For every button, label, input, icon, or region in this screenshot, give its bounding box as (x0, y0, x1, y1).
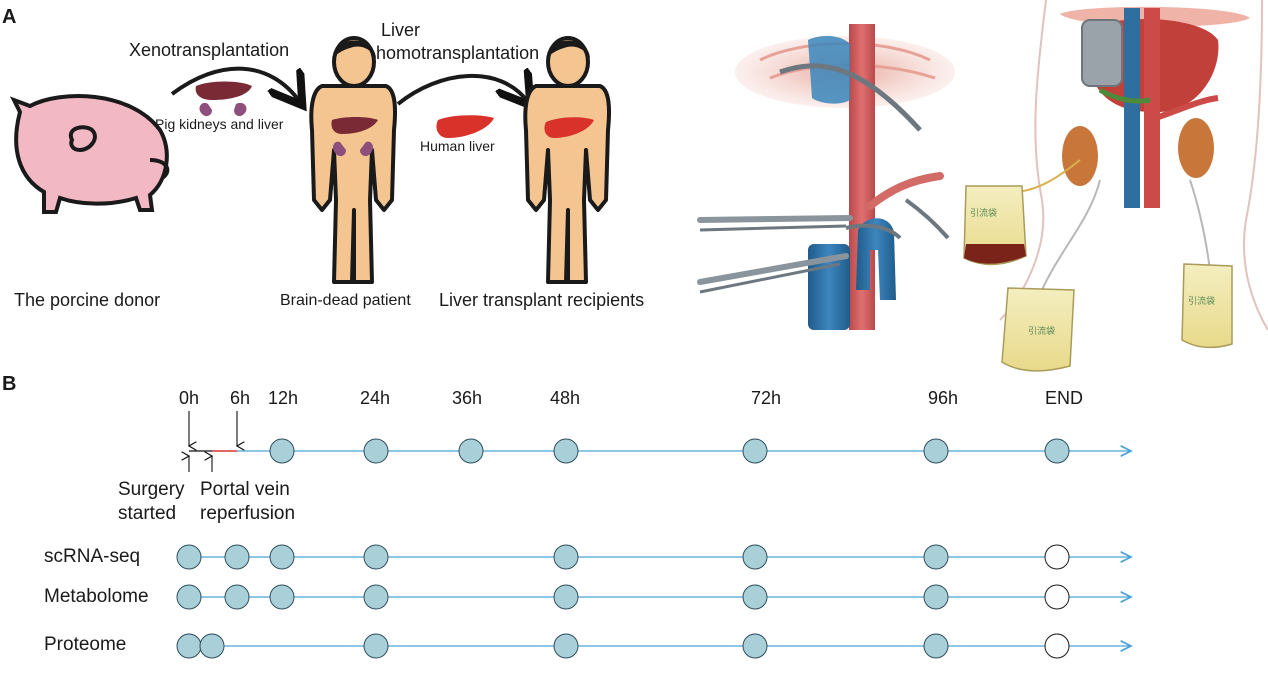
timeline-node-48h (553, 438, 579, 464)
brain-dead-patient-figure (309, 36, 397, 284)
timeline-node-end (1044, 438, 1070, 464)
sample-node-72h (742, 633, 768, 659)
sample-node-24h (363, 544, 389, 570)
pig-organs-icon (195, 81, 252, 117)
row-label-metabolome: Metabolome (44, 586, 149, 607)
open-node-end (1044, 584, 1070, 610)
sample-node-48h (553, 633, 579, 659)
panel-b-label: B (2, 373, 17, 395)
bag-label-3: 引流袋 (1188, 296, 1216, 306)
timepoint-label: 72h (750, 388, 782, 408)
timepoint-label: 96h (927, 388, 959, 408)
homotransplantation-label-line1: Liver (381, 20, 421, 40)
liver-recipients-label: Liver transplant recipients (439, 290, 645, 310)
surgery-started-line1: Surgery (118, 479, 185, 500)
timepoint-label: 36h (451, 388, 483, 408)
timepoint-label: 48h (549, 388, 581, 408)
surgery-started-line2: started (118, 503, 177, 524)
sample-node-96h (923, 544, 949, 570)
surgical-vessel-illustration (697, 24, 955, 330)
portal-vein-reperfusion-annotation: Portal vein reperfusion (200, 478, 295, 526)
portal-vein-line1: Portal vein (200, 479, 290, 500)
sample-node-48h (553, 544, 579, 570)
liver-recipient-figure (523, 36, 611, 284)
sample-node-72h (742, 544, 768, 570)
timepoint-label: 0h (178, 388, 200, 408)
sample-node-72h (742, 584, 768, 610)
surgery-started-annotation: Surgery started (118, 478, 185, 526)
pig-illustration (9, 94, 170, 214)
sample-node-24h (363, 584, 389, 610)
xeno-arrow (170, 66, 300, 102)
sample-node-12h (269, 544, 295, 570)
sample-node-0h (176, 633, 202, 659)
timepoint-label: END (1044, 388, 1083, 408)
sample-node-6h (199, 633, 225, 659)
sample-node-96h (923, 584, 949, 610)
sample-node-12h (269, 584, 295, 610)
bag-label-1: 引流袋 (970, 208, 998, 218)
xenotransplantation-label: Xenotransplantation (129, 40, 290, 60)
brain-dead-patient-label: Brain-dead patient (280, 292, 411, 309)
sample-node-96h (923, 633, 949, 659)
timepoint-label: 24h (359, 388, 391, 408)
sample-node-6h (224, 584, 250, 610)
timepoint-label: 6h (229, 388, 251, 408)
homo-arrow (396, 76, 528, 104)
sample-node-6h (224, 544, 250, 570)
timeline-node-24h (363, 438, 389, 464)
row-label-scrna-seq: scRNA-seq (44, 546, 141, 567)
row-label-proteome: Proteome (44, 634, 127, 655)
porcine-donor-label: The porcine donor (14, 290, 161, 310)
panel-a-label: A (2, 6, 17, 28)
sample-node-24h (363, 633, 389, 659)
timeline-node-36h (458, 438, 484, 464)
open-node-end (1044, 633, 1070, 659)
timeline-node-72h (742, 438, 768, 464)
human-liver-label: Human liver (420, 138, 495, 154)
human-liver-icon (436, 115, 494, 138)
sample-node-0h (176, 584, 202, 610)
abdominal-drainage-illustration (963, 0, 1268, 372)
portal-vein-line2: reperfusion (200, 503, 296, 524)
sample-node-48h (553, 584, 579, 610)
homotransplantation-label-line2: homotransplantation (376, 43, 540, 63)
pig-organs-label: Pig kidneys and liver (155, 116, 284, 132)
timeline-node-12h (269, 438, 295, 464)
timeline-node-96h (923, 438, 949, 464)
bag-label-2: 引流袋 (1028, 326, 1056, 336)
open-node-end (1044, 544, 1070, 570)
timepoint-label: 12h (267, 388, 299, 408)
sample-node-0h (176, 544, 202, 570)
